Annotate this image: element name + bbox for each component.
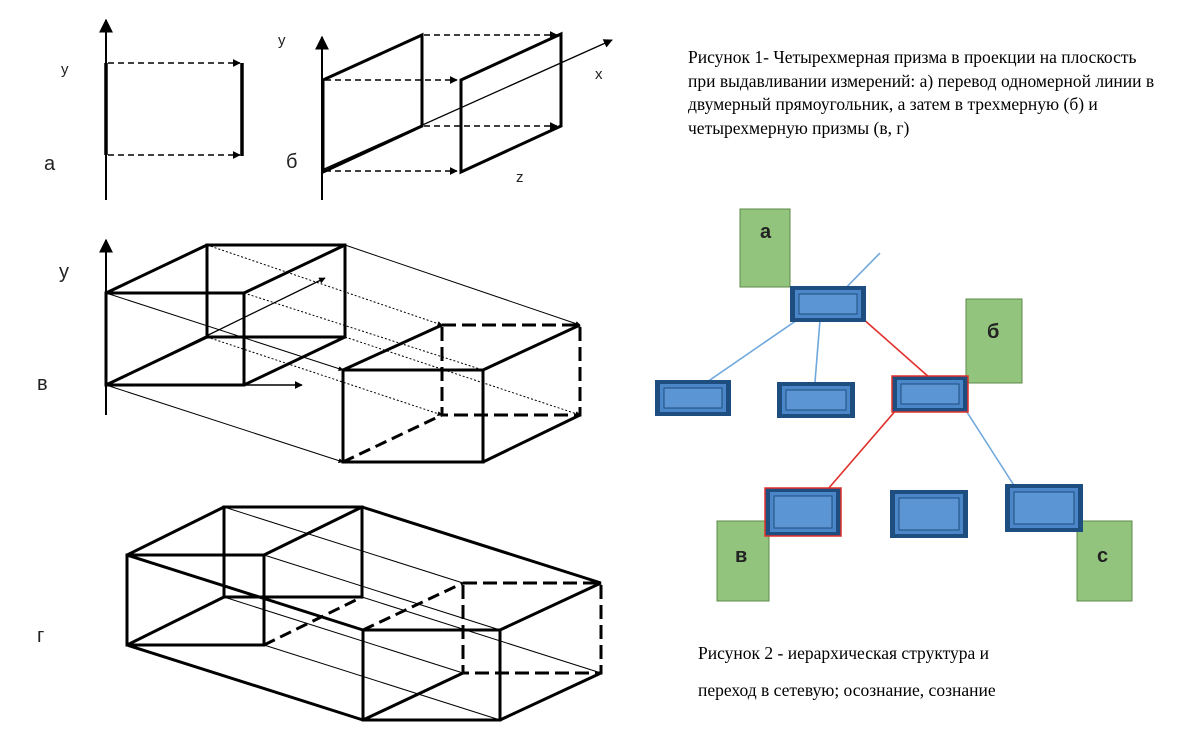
- figure2-caption-line1: Рисунок 2 - иерархическая структура и: [698, 643, 990, 663]
- panel-a-axis-y-label: y: [61, 61, 69, 78]
- panel-v-extrusion-line: [206, 336, 443, 416]
- node-level2-middle: [777, 382, 855, 418]
- edge-red: [861, 317, 931, 379]
- panel-g-prism2-front: [361, 628, 502, 722]
- panel-v-prism1-edge: [105, 243, 208, 295]
- panel-g-edge: [499, 581, 602, 632]
- panel-v-axis-y-label: y: [59, 261, 69, 283]
- panel-b-axis-z-label: z: [516, 169, 524, 186]
- panel-g-edge: [263, 595, 363, 647]
- panel-g-connector: [223, 596, 464, 674]
- edge-blue: [814, 319, 821, 383]
- panel-v-prism1-front: [104, 291, 246, 387]
- panel-b-axis-x-label: x: [595, 66, 603, 83]
- panel-g-edge: [263, 505, 363, 557]
- label-c: с: [1097, 545, 1108, 567]
- panel-v-prism2-back: [440, 323, 582, 417]
- figure2-caption-line2: переход в сетевую; осознание, сознание: [698, 680, 996, 700]
- node-level3-right: [1005, 484, 1083, 532]
- panel-v-label: в: [37, 373, 48, 395]
- panel-g-prism1-back: [222, 505, 364, 599]
- panel-g-edge: [362, 671, 464, 722]
- panel-v-z-arrow: [105, 277, 326, 386]
- label-b: б: [987, 321, 999, 343]
- panel-v-prism2-edge: [482, 413, 581, 464]
- label-box-b: [965, 298, 1023, 384]
- panel-g-connector: [126, 553, 364, 632]
- label-box-c: [1076, 520, 1133, 602]
- panel-v-prism2-edge: [342, 323, 443, 372]
- node-level2-right: [891, 375, 969, 413]
- panel-a-label: а: [44, 153, 56, 175]
- panel-v-prism1-edge: [243, 335, 346, 387]
- panel-v-extrusion-line: [105, 292, 344, 371]
- figure1-caption: Рисунок 1- Четырехмерная призма в проекц…: [688, 47, 1155, 138]
- edge-red: [827, 408, 898, 490]
- label-v: в: [735, 545, 747, 567]
- node-root: [790, 286, 866, 322]
- hierarchy-diagram: а б в с: [655, 208, 1133, 602]
- panel-v-prism-extrusion: y в: [37, 238, 582, 464]
- panel-g-connector: [126, 643, 364, 722]
- panel-g-edge: [126, 595, 225, 647]
- panel-v-prism1-back: [205, 243, 347, 339]
- panel-g-connector: [361, 505, 602, 585]
- node-level3-middle: [890, 490, 968, 538]
- panel-v-extrusion-line: [243, 292, 484, 371]
- panel-g-edge: [126, 505, 225, 557]
- panel-v-extrusion-line: [344, 244, 581, 326]
- panel-g-connector: [263, 644, 501, 721]
- panel-b-back-face: [459, 31, 563, 175]
- panel-g-prism1-front: [125, 553, 266, 647]
- panel-a-line-to-rectangle: y а: [44, 18, 244, 200]
- panel-b-axis-y-label: y: [278, 32, 286, 49]
- panel-g-edge: [499, 671, 602, 722]
- panel-g-connector: [223, 506, 464, 584]
- panel-b-x-axis: [321, 39, 613, 171]
- panel-g-tesseract-projection: г: [37, 505, 603, 722]
- node-level3-left: [764, 487, 842, 537]
- panel-v-extrusion-line: [105, 384, 344, 463]
- panel-v-prism2-edge: [342, 413, 443, 464]
- label-a: а: [760, 221, 772, 243]
- panel-b-label: б: [286, 151, 297, 173]
- panel-v-extrusion-line: [206, 244, 443, 326]
- panel-g-edge: [362, 581, 464, 632]
- panel-v-prism2-edge: [482, 323, 581, 372]
- panel-g-label: г: [37, 625, 44, 647]
- edge-blue: [706, 317, 801, 383]
- panel-b-rectangle-to-prism: y x z б: [278, 31, 613, 200]
- label-box-v: [716, 520, 770, 602]
- edge-blue: [964, 408, 1016, 488]
- panel-g-connector: [263, 554, 501, 631]
- panel-v-prism1-edge: [243, 243, 346, 295]
- panel-g-connector: [361, 596, 602, 674]
- label-box-a: [739, 208, 791, 288]
- panel-v-extrusion-line: [344, 336, 581, 416]
- panel-g-prism2-back: [461, 581, 603, 675]
- panel-b-front-face: [321, 32, 424, 175]
- node-level2-left: [655, 380, 731, 416]
